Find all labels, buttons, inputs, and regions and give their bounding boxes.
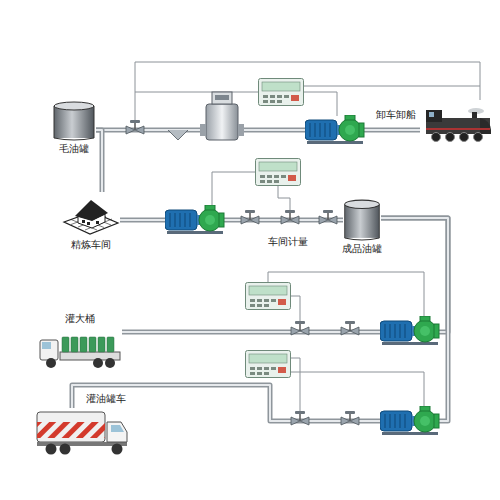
valve-symbol xyxy=(281,210,299,224)
flow-meter xyxy=(200,92,244,140)
meter-label: 车间计量 xyxy=(268,236,308,248)
strainer-symbol xyxy=(168,130,188,140)
pipe-highlight xyxy=(72,218,448,421)
product-oil-tank: 成品油罐 xyxy=(343,198,381,240)
pipe-highlight xyxy=(122,218,448,332)
barrelTruck-outline xyxy=(38,328,122,370)
oil-pipe xyxy=(96,128,420,133)
pump-symbol xyxy=(165,205,224,234)
node-label: 毛油罐 xyxy=(59,143,89,155)
valve-symbol xyxy=(241,210,259,224)
valve-symbol xyxy=(291,321,309,335)
node-label: 成品油罐 xyxy=(342,243,382,255)
tank-outline xyxy=(343,198,381,240)
pipe-highlight xyxy=(120,219,343,221)
oil-pipe xyxy=(122,218,448,332)
train-outline xyxy=(420,108,492,142)
tankTruck-outline xyxy=(35,408,130,456)
oil-pipe xyxy=(120,218,343,223)
node-label: 灌油罐车 xyxy=(86,393,126,405)
controller-panel xyxy=(246,283,291,310)
pipe-group xyxy=(120,220,343,221)
controller-panel xyxy=(259,79,304,106)
node-label: 精炼车间 xyxy=(71,239,111,251)
valve-symbol xyxy=(319,210,337,224)
valve-symbol xyxy=(341,321,359,335)
oil-pipe xyxy=(72,218,448,421)
pipe-highlight xyxy=(96,130,102,192)
workshop-icon: 精炼车间 xyxy=(62,192,120,236)
oil-pipe xyxy=(96,130,102,192)
barrel-truck: 灌大桶 xyxy=(38,328,122,370)
pump-symbol xyxy=(305,115,364,144)
house-outline xyxy=(62,192,120,236)
pipe-highlight xyxy=(96,129,420,131)
controller-panel xyxy=(256,159,301,186)
node-label: 卸车卸船 xyxy=(376,109,416,121)
node-label: 灌大桶 xyxy=(65,313,95,325)
pump-symbol xyxy=(380,316,439,345)
valve-symbol xyxy=(341,411,359,425)
valve-symbol xyxy=(291,411,309,425)
train-icon: 卸车卸船 xyxy=(420,108,492,142)
pipe-group xyxy=(96,130,102,192)
controller-panel xyxy=(246,351,291,378)
crude-oil-tank: 毛油罐 xyxy=(52,100,96,140)
pipe-group xyxy=(72,218,448,421)
pump-symbol xyxy=(380,406,439,435)
tank-outline xyxy=(52,100,96,140)
control-wire xyxy=(135,62,480,411)
valve-symbol xyxy=(126,120,144,134)
pipe-group xyxy=(96,130,420,131)
pipe-group xyxy=(122,218,448,332)
tank-truck: 灌油罐车 xyxy=(35,408,130,456)
